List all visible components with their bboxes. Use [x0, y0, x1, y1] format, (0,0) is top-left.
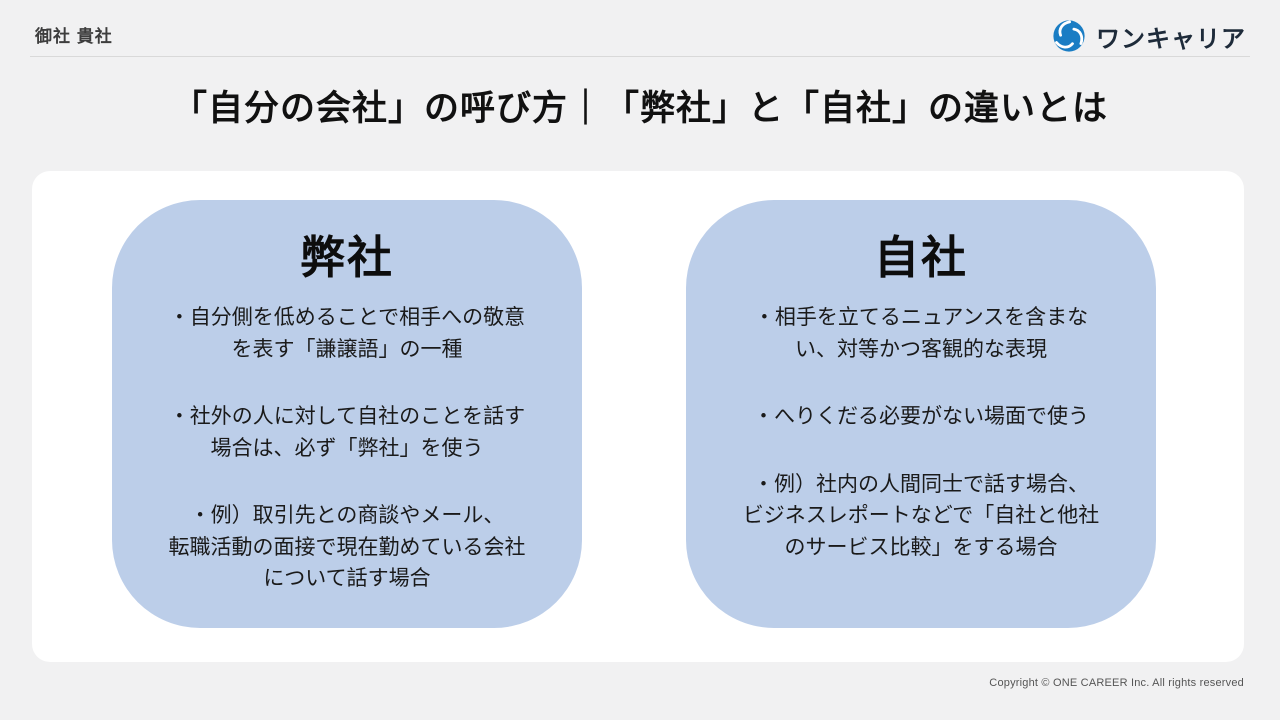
page-label: 御社 貴社 [35, 27, 113, 46]
card-bullet: ・例）取引先との商談やメール、 転職活動の面接で現在勤めている会社 について話す… [168, 504, 526, 590]
card-bullet: ・へりくだる必要がない場面で使う [753, 405, 1089, 428]
card-bullet: ・社外の人に対して自社のことを話す 場合は、必ず「弊社」を使う [168, 405, 526, 460]
card-bullet: ・相手を立てるニュアンスを含まな い、対等かつ客観的な表現 [753, 306, 1089, 361]
card-bullets: ・相手を立てるニュアンスを含まな い、対等かつ客観的な表現 ・へりくだる必要がな… [686, 302, 1156, 563]
card-jisha: 自社 ・相手を立てるニュアンスを含まな い、対等かつ客観的な表現 ・へりくだる必… [686, 200, 1156, 628]
swirl-icon [1051, 18, 1087, 54]
card-bullet: ・例）社内の人間同士で話す場合、 ビジネスレポートなどで「自社と他社 のサービス… [742, 472, 1100, 559]
card-bullets: ・自分側を低めることで相手への敬意 を表す「謙譲語」の一種 ・社外の人に対して自… [112, 302, 582, 595]
card-heading: 弊社 [299, 232, 394, 283]
content-panel: 弊社 ・自分側を低めることで相手への敬意 を表す「謙譲語」の一種 ・社外の人に対… [32, 171, 1244, 662]
card-bullet: ・自分側を低めることで相手への敬意 を表す「謙譲語」の一種 [168, 306, 526, 361]
header: 御社 貴社 ワンキャリア [0, 0, 1280, 56]
brand-logo-text: ワンキャリア [1096, 25, 1246, 53]
copyright-text: Copyright © ONE CAREER Inc. All rights r… [989, 677, 1244, 689]
page-title: 「自分の会社」の呼び方｜「弊社」と「自社」の違いとは [171, 89, 1108, 128]
card-heading: 自社 [873, 232, 968, 283]
brand-logo: ワンキャリア [1051, 18, 1246, 54]
header-divider [30, 56, 1250, 57]
card-heisha: 弊社 ・自分側を低めることで相手への敬意 を表す「謙譲語」の一種 ・社外の人に対… [112, 200, 582, 628]
